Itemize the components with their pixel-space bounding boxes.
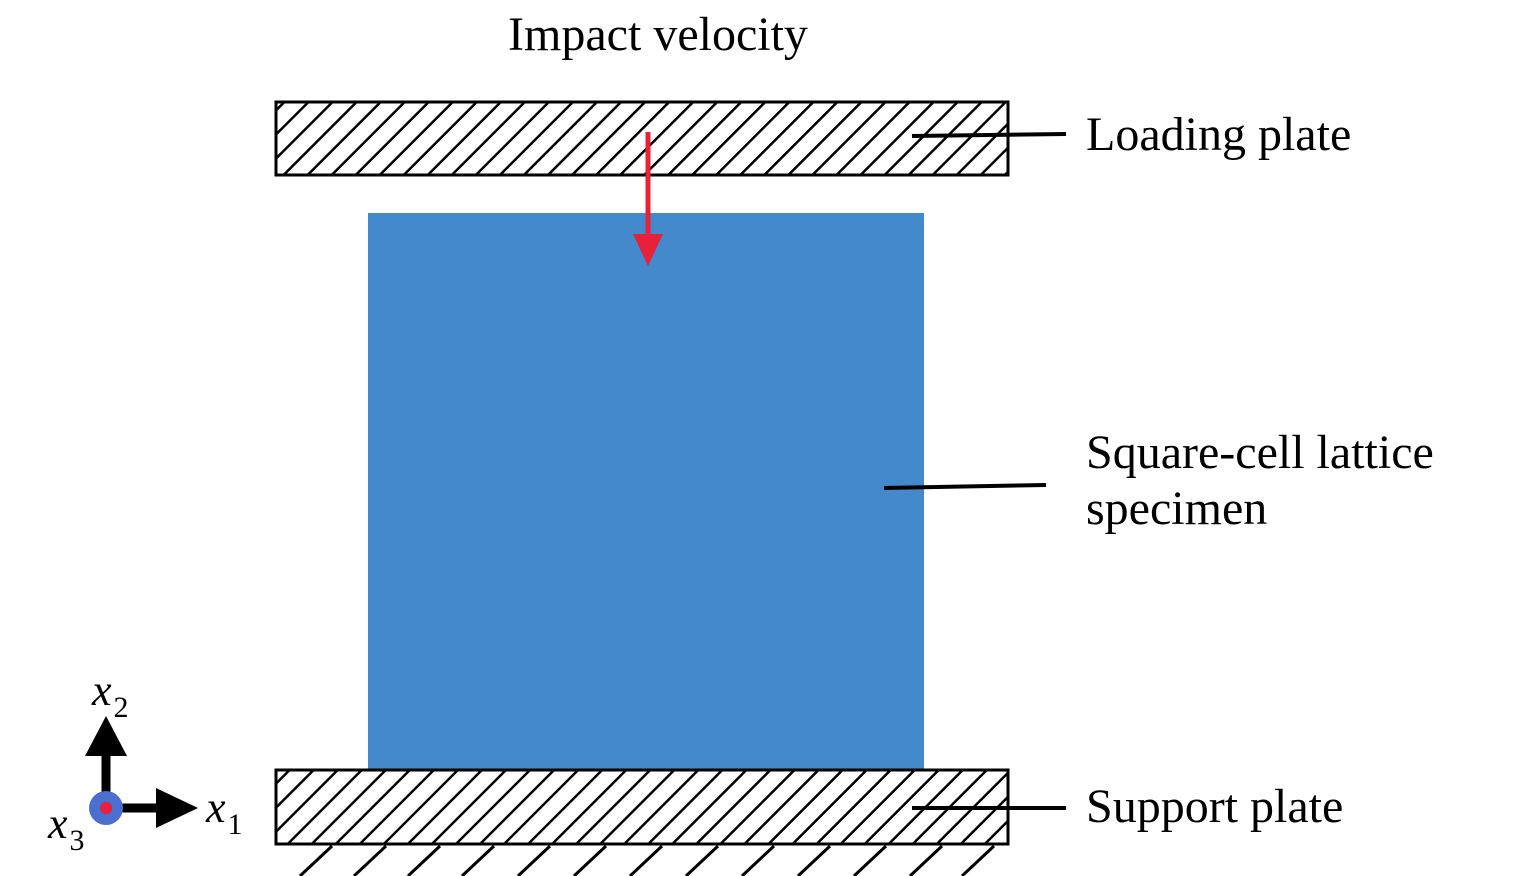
x2-axis-arrow-head <box>85 716 127 756</box>
ground-fixed-support <box>298 844 996 876</box>
specimen-leader-line <box>883 483 1047 490</box>
x1-axis-label: x1 <box>205 783 243 841</box>
x1-axis-arrow-head <box>156 788 198 828</box>
coordinate-axes: x2 x1 x3 <box>47 666 243 857</box>
x2-axis-label: x2 <box>91 666 129 724</box>
loading-plate-leader-line <box>911 132 1067 138</box>
impact-velocity-arrow <box>633 132 663 266</box>
square-cell-lattice-specimen <box>368 213 924 769</box>
loading-plate <box>274 100 1010 177</box>
support-plate <box>274 768 1010 846</box>
loading-plate-label: Loading plate <box>1086 108 1351 161</box>
support-plate-label: Support plate <box>1086 780 1343 833</box>
specimen-label-line1: Square-cell lattice <box>1086 426 1434 479</box>
x3-axis-origin-dot <box>100 802 112 814</box>
specimen-label-line2: specimen <box>1086 482 1267 535</box>
impact-velocity-title: Impact velocity <box>508 8 808 61</box>
x3-axis-label: x3 <box>47 799 85 857</box>
